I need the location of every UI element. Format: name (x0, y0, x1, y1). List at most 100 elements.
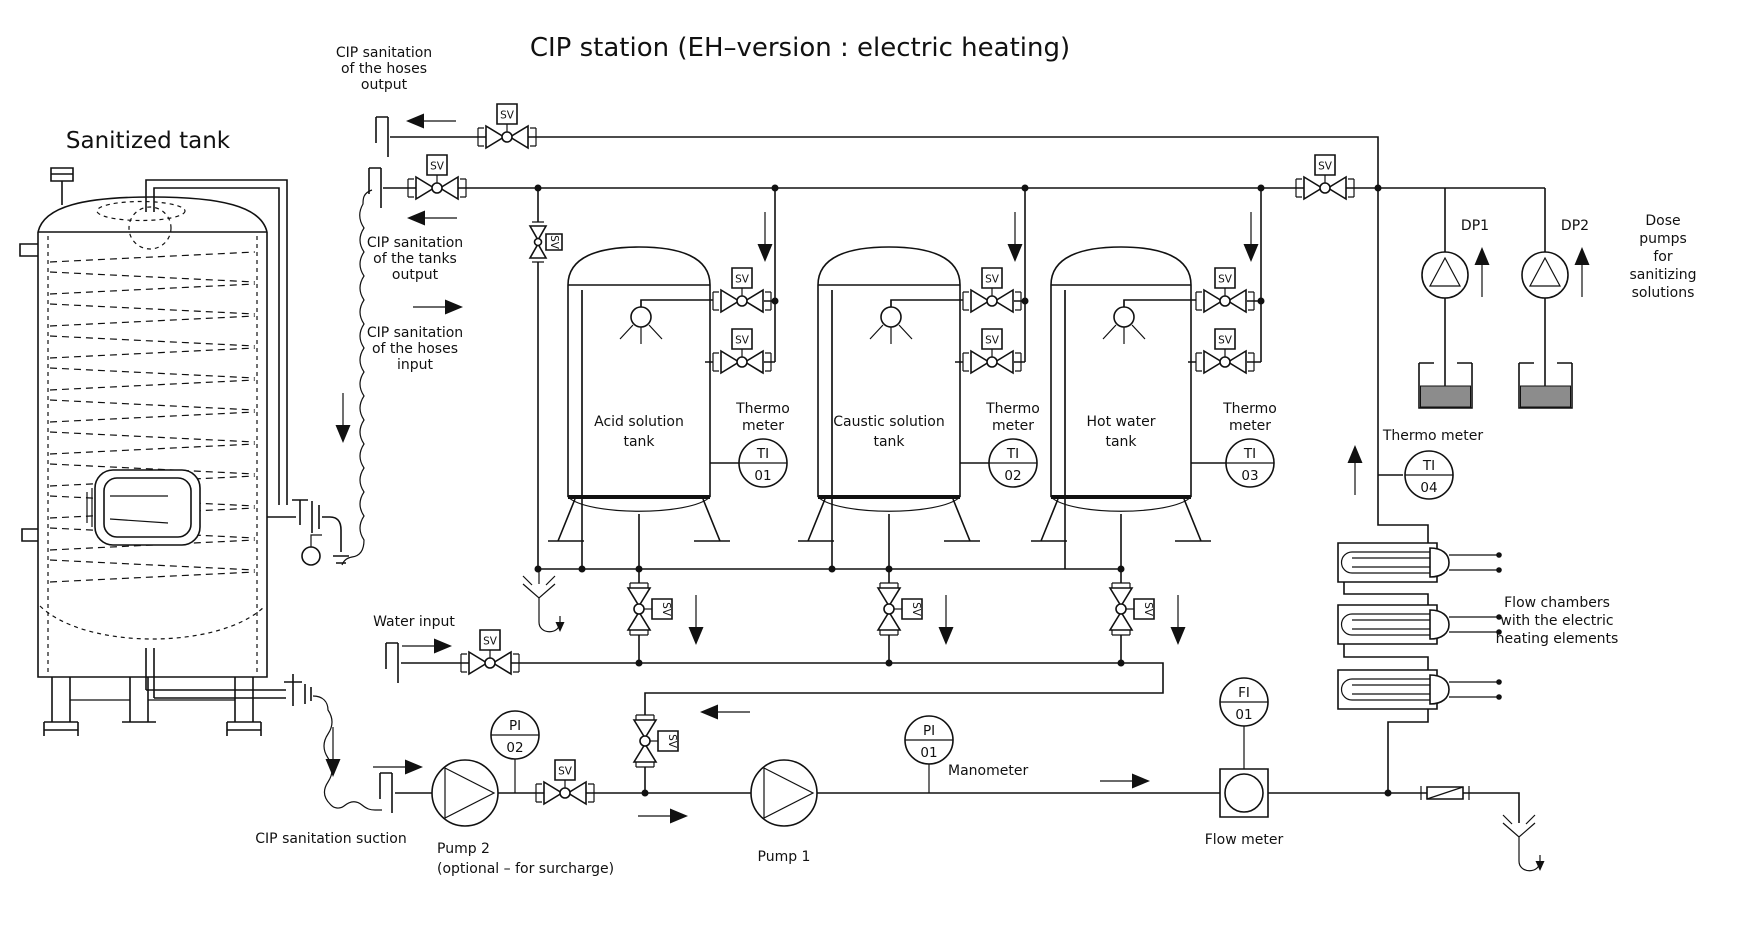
pump2-label: Pump 2 (437, 841, 490, 857)
label-line: meter (1229, 418, 1271, 434)
pump1-label: Pump 1 (758, 849, 811, 865)
label-line: Dose (1645, 213, 1680, 229)
label-line: pumps (1639, 231, 1687, 247)
caustic-solution-tank: Caustic solution tank (798, 247, 980, 541)
flow-arrow-right (401, 637, 453, 655)
label-line: Thermo (1222, 401, 1277, 417)
dose-pumps-label: Dose pumps for sanitizing solutions (1629, 213, 1696, 301)
cip-hoses (313, 190, 382, 810)
pump-1 (750, 759, 818, 827)
thermometer-ti01: TI 01 (738, 438, 788, 488)
label-line: with the electric (1500, 613, 1613, 629)
sv-valve (477, 103, 537, 149)
sv-valve (712, 328, 772, 374)
tank-name: tank (873, 434, 905, 450)
sanitized-tank-label: Sanitized tank (66, 128, 231, 154)
flow-arrow-left (699, 703, 751, 721)
instrument-tag: FI (1238, 685, 1250, 701)
instrument-number: 02 (1004, 468, 1021, 484)
dp1-label: DP1 (1461, 218, 1489, 234)
label-line: of the hoses (341, 61, 427, 77)
tank-name: Hot water (1087, 414, 1156, 430)
cip-hoses-input-label: CIP sanitation of the hoses input (367, 325, 463, 373)
sv-valve-return (633, 714, 679, 768)
flow-meter-label: Flow meter (1205, 832, 1284, 848)
flow-arrow-right (412, 298, 464, 316)
manometer-label: Manometer (948, 763, 1028, 779)
sv-valve (1195, 267, 1255, 313)
label-line: Flow chambers (1504, 595, 1610, 611)
instrument-tag: TI (1422, 458, 1435, 474)
label-line: input (397, 357, 434, 373)
instrument-number: 01 (754, 468, 771, 484)
page-title: CIP station (EH–version : electric heati… (530, 33, 1070, 63)
heating-chamber-3 (1337, 669, 1503, 710)
label-line: output (392, 267, 439, 283)
cip-hoses-output-label: CIP sanitation of the hoses output (336, 45, 432, 93)
label-line: meter (742, 418, 784, 434)
instrument-number: 03 (1241, 468, 1258, 484)
check-valve (1421, 786, 1469, 800)
label-line: for (1653, 249, 1672, 265)
relief-valve (529, 221, 563, 263)
flow-arrow-down (1169, 594, 1187, 646)
cip-suction-label: CIP sanitation suction (255, 831, 406, 847)
tank-name: tank (1105, 434, 1137, 450)
sv-valve-tank-drain (877, 582, 923, 636)
thermo-meter-label-ti02: Thermo meter (985, 401, 1040, 434)
label-line: sanitizing (1629, 267, 1696, 283)
cip-tanks-output-label: CIP sanitation of the tanks output (367, 235, 463, 283)
flow-meter (1220, 769, 1268, 817)
flow-arrow-right (637, 807, 689, 825)
hose-coupling (375, 116, 389, 158)
flow-arrow-right (1099, 772, 1151, 790)
instrument-number: 04 (1420, 480, 1437, 496)
tank-name: Acid solution (594, 414, 684, 430)
instrument-tag: TI (756, 446, 769, 462)
hose-coupling-suction (379, 772, 393, 814)
dose-pump-2 (1521, 251, 1569, 299)
sv-valve-pump-line (535, 759, 595, 805)
solenoid-valves (407, 103, 1355, 805)
flow-arrow-down (687, 594, 705, 646)
sv-valve (1195, 328, 1255, 374)
drain-funnel (1502, 814, 1546, 872)
instrument-tag: PI (509, 718, 521, 734)
flow-indicator-fi01: FI 01 (1219, 677, 1269, 727)
tank-name: Caustic solution (833, 414, 945, 430)
sv-valve (712, 267, 772, 313)
instrument-number: 02 (506, 740, 523, 756)
heating-chamber-2 (1337, 604, 1503, 645)
label-line: of the tanks (373, 251, 457, 267)
instrument-number: 01 (1235, 707, 1252, 723)
manometer-pi01: PI 01 (904, 715, 954, 765)
flow-chambers (1337, 542, 1503, 710)
water-input-label: Water input (373, 614, 455, 630)
sv-valve-tank-drain (1109, 582, 1155, 636)
instruments: TI 01 TI 02 TI 03 TI 04 PI 02 PI 01 (490, 438, 1454, 765)
sv-valve (1295, 154, 1355, 200)
instrument-tag: PI (923, 723, 935, 739)
label-line: CIP sanitation (336, 45, 432, 61)
flow-arrow-down (334, 392, 352, 444)
label-line: of the hoses (372, 341, 458, 357)
hot-water-tank: Hot water tank (1031, 247, 1211, 541)
dose-pump-1 (1421, 251, 1469, 299)
thermo-meter-label-ti01: Thermo meter (735, 401, 790, 434)
dp2-label: DP2 (1561, 218, 1589, 234)
tank-name: tank (623, 434, 655, 450)
thermo-meter-label-ti04: Thermo meter (1382, 428, 1484, 444)
pump-2 (431, 759, 499, 827)
label-line: solutions (1632, 285, 1695, 301)
sv-valve (407, 154, 467, 200)
sv-valve (962, 267, 1022, 313)
thermometer-ti04: TI 04 (1404, 450, 1454, 500)
flow-arrow-up (1346, 444, 1364, 496)
drain-funnel (522, 575, 566, 633)
sv-valve-water-input (460, 629, 520, 675)
label-line: CIP sanitation (367, 235, 463, 251)
flow-chambers-label: Flow chambers with the electric heating … (1496, 595, 1619, 647)
thermometer-ti03: TI 03 (1225, 438, 1275, 488)
